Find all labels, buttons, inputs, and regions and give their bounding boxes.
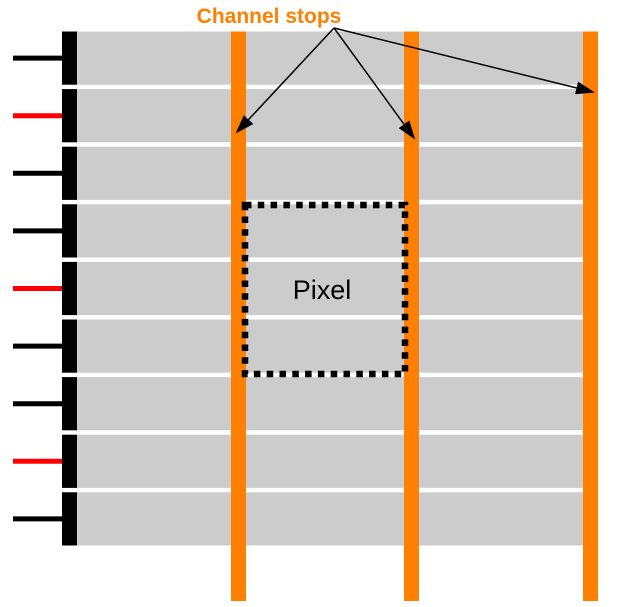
ccd-row	[77, 434, 598, 488]
ccd-row	[77, 204, 598, 258]
channel-stop-arrow	[235, 27, 335, 134]
channel-stop-bar	[404, 31, 419, 601]
ccd-row	[77, 261, 598, 316]
pixel-boundary-box	[241, 201, 409, 378]
gate-electrode	[62, 31, 77, 85]
gate-electrode	[62, 261, 77, 316]
gate-electrode	[62, 89, 77, 143]
channel-stops-label: Channel stops	[197, 5, 342, 28]
gate-electrode	[62, 377, 77, 431]
gate-electrode	[62, 146, 77, 200]
channel-stop-bars	[231, 31, 598, 601]
gate-electrodes	[62, 31, 77, 546]
channel-stop-arrow	[333, 27, 595, 95]
ccd-substrate-rows	[77, 31, 598, 546]
channel-stop-bar	[583, 31, 598, 601]
ccd-row	[77, 31, 598, 85]
gate-electrode	[62, 319, 77, 373]
annotation-arrows	[235, 27, 595, 140]
pixel-boundary-group	[241, 201, 409, 378]
channel-stop-bar	[231, 31, 246, 601]
ccd-row	[77, 377, 598, 431]
gate-electrode	[62, 492, 77, 546]
channel-stop-arrow	[333, 27, 416, 140]
pixel-label: Pixel	[293, 275, 352, 305]
gate-electrode	[62, 434, 77, 488]
gate-electrode	[62, 204, 77, 258]
ccd-row	[77, 492, 598, 546]
ccd-row	[77, 146, 598, 200]
clock-ticks	[13, 55, 62, 522]
ccd-row	[77, 319, 598, 373]
ccd-row	[77, 89, 598, 143]
